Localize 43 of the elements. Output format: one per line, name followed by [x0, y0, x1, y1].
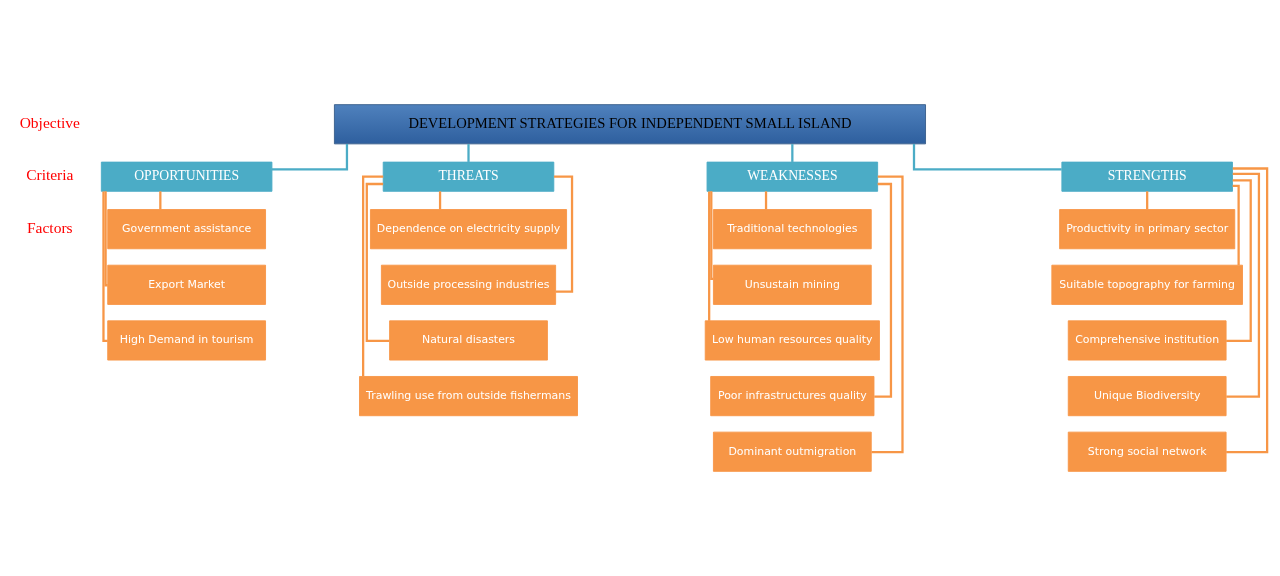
node-box: Unique Biodiversity	[1067, 376, 1227, 417]
node-box: Dependence on electricity supply	[370, 209, 568, 250]
connector	[1226, 172, 1261, 398]
connector	[1146, 191, 1149, 210]
connector	[1226, 167, 1269, 454]
node-box: Poor infrastructures quality	[710, 376, 875, 417]
connector	[104, 191, 109, 287]
connector	[159, 191, 162, 210]
connector	[1232, 184, 1240, 265]
node-box: OPPORTUNITIES	[100, 161, 273, 192]
connector	[362, 175, 384, 377]
node-box: WEAKNESSES	[706, 161, 879, 192]
node-box: DEVELOPMENT STRATEGIES FOR INDEPENDENT SMALL ISLAND	[333, 104, 926, 145]
connector	[912, 143, 1062, 171]
node-box: STRENGTHS	[1061, 161, 1233, 192]
node-box: Low human resources quality	[704, 320, 880, 361]
node-box: Unsustain mining	[712, 264, 872, 305]
connector	[365, 182, 390, 343]
label: Factors	[26, 218, 73, 236]
node-box: Trawling use from outside fishermans	[359, 376, 578, 417]
connector	[1226, 179, 1252, 343]
node-box: Export Market	[107, 264, 266, 305]
connector	[871, 175, 904, 454]
label: Objective	[19, 114, 80, 131]
node-box: Productivity in primary sector	[1059, 209, 1236, 250]
label: Criteria	[26, 166, 74, 184]
connector	[467, 144, 470, 162]
connector	[271, 143, 349, 171]
connector	[438, 191, 442, 210]
node-box: THREATS	[382, 161, 555, 192]
node-box: Strong social network	[1067, 431, 1227, 472]
connector	[708, 191, 711, 321]
connector	[102, 191, 108, 343]
node-box: Traditional technologies	[712, 209, 872, 250]
connector	[764, 191, 768, 210]
node-box: High Demand in tourism	[107, 320, 266, 361]
connector	[710, 191, 714, 280]
node-box: Government assistance	[107, 209, 266, 250]
node-box: Outside processing industries	[380, 264, 557, 305]
node-box: Suitable topography for farming	[1051, 264, 1243, 305]
node-box: Comprehensive institution	[1067, 320, 1227, 361]
node-box: Natural disasters	[389, 320, 548, 361]
node-box: Dominant outmigration	[712, 431, 872, 472]
